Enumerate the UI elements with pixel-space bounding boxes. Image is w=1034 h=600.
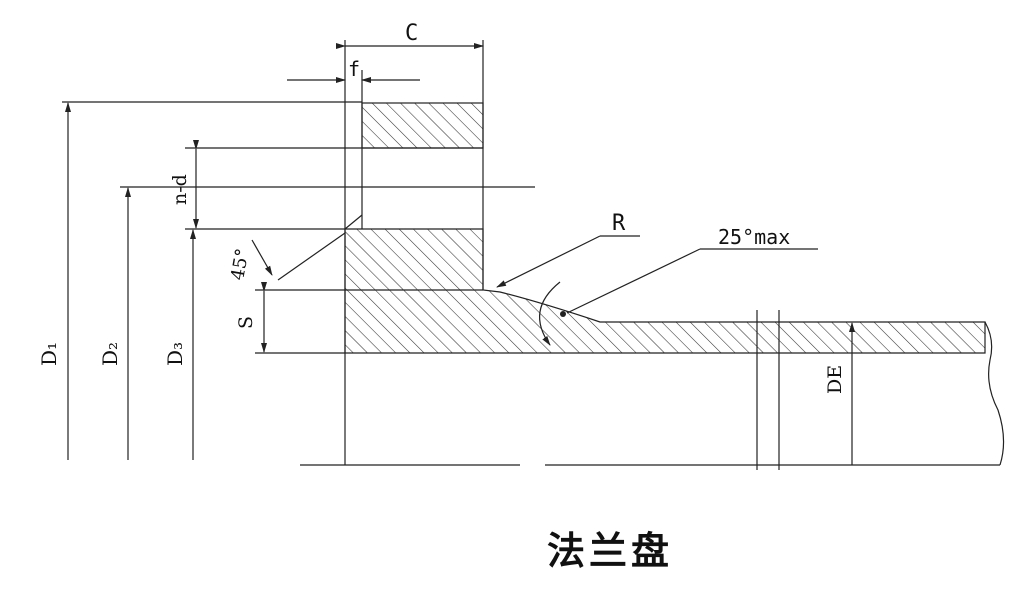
- d3-label: D₃: [163, 342, 187, 366]
- f-label: f: [348, 57, 360, 81]
- de-label: DE: [824, 365, 846, 394]
- r-label: R: [612, 211, 626, 236]
- angle45-label: 45°: [227, 247, 253, 282]
- angle-arc: [539, 281, 561, 346]
- flange-chamfer: [344, 214, 363, 230]
- d1-label: D₁: [37, 342, 61, 366]
- chamfer-leader: [277, 232, 346, 281]
- c-label: C: [405, 21, 418, 46]
- pipe-end-curve: [984, 321, 1005, 466]
- d2-label: D₂: [98, 342, 122, 366]
- angle-max-label: 25°max: [718, 225, 790, 249]
- drawing-caption: 法兰盘: [546, 529, 673, 573]
- flange-top-section: [361, 102, 484, 149]
- flange-body-section: [344, 228, 986, 354]
- nd-label: n-d: [169, 174, 191, 205]
- s-label: S: [235, 316, 257, 329]
